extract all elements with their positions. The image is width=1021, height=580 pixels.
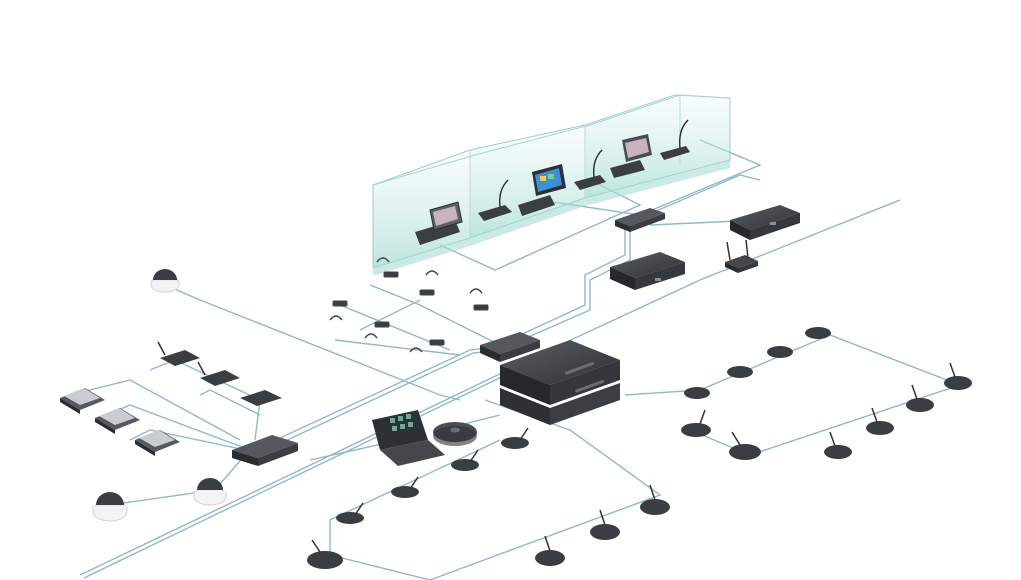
dome-camera [150,269,180,293]
microphone-icon [767,346,793,358]
delegate-units [307,327,972,569]
microphone-icon [906,384,934,412]
microphone-icon [501,427,529,449]
network-switch [480,332,540,362]
microphone-icon [451,449,479,471]
microphone-icon [590,509,620,540]
cable-booth-out [639,174,761,219]
microphone-icon [240,390,282,406]
interpreter-desk-icon [95,408,140,434]
cable-bottom-loop [329,399,662,580]
network-switch [615,208,665,232]
microphone-icon [824,431,852,459]
delegate-unit [478,119,690,221]
central-control-unit [500,340,620,425]
laptop-screen-tiles [390,414,413,431]
microphone-icon [944,362,972,390]
microphone-icon [336,502,364,524]
media-processor [730,205,800,240]
headphones-icon [419,270,439,296]
headphone-receivers [329,257,489,353]
interpreter-desk-icon [60,388,105,414]
touchscreen-unit [610,134,652,178]
touchscreen-unit [415,201,463,245]
microphone-icon [391,476,419,498]
touchscreen-unit [518,164,566,216]
laptop [372,410,445,466]
network-switch [232,435,298,466]
headphones-icon [409,339,445,353]
microphone-icon [197,361,240,386]
headphones-icon [329,300,348,321]
cable-hub-booth-2 [504,222,626,343]
microphone-icon [157,341,200,366]
dome-camera [193,478,227,506]
dome-camera [92,492,128,522]
cable-hub-booth [509,220,631,346]
microphone-icon [535,535,565,566]
interpreter-desks [60,388,180,456]
headphones-icon [376,257,399,278]
cable-trunk [79,199,901,576]
interpreter-desk-icon [135,430,180,456]
microphone-icon [866,407,894,435]
headphones-icon [469,288,489,311]
wifi-router [725,239,758,273]
microphone-icon [805,327,831,339]
microphone-icon [681,409,711,437]
microphone-icon [684,387,710,399]
media-processor [610,252,685,290]
microphone-icon [729,431,761,460]
loudspeaker-puck [433,422,477,446]
headphones-icon [364,321,390,339]
cable-camera-top [164,284,461,401]
microphone-icon [640,484,670,515]
cable-trunk-2 [83,346,565,579]
mic-bars [157,341,282,406]
microphone-icon [307,539,343,569]
microphone-icon [727,366,753,378]
cable-headphones [334,284,501,356]
